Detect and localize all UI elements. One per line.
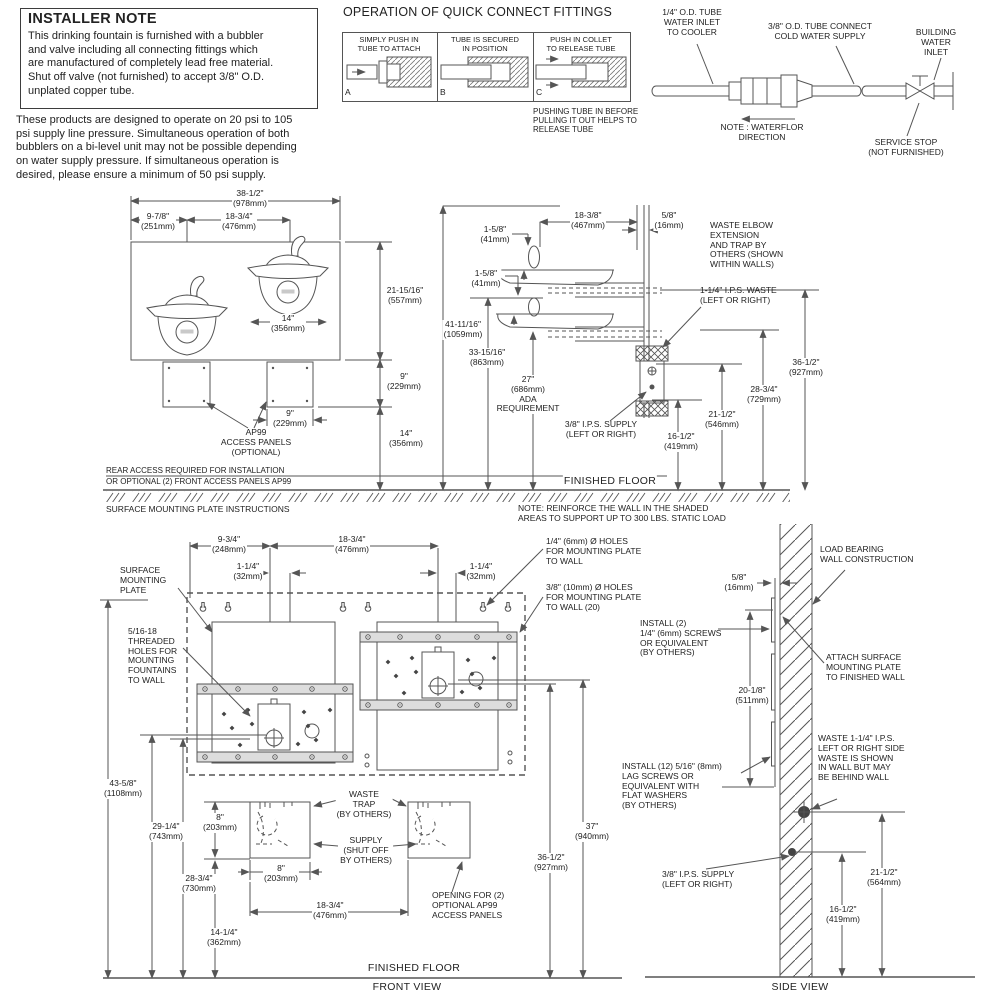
label-attach-plate: ATTACH SURFACE MOUNTING PLATE TO FINISHE… (826, 652, 905, 682)
label-surface-instructions: SURFACE MOUNTING PLATE INSTRUCTIONS (106, 504, 290, 514)
dim-lower-rim-height: 28-3/4" (729mm) (745, 384, 783, 405)
dim-bubbler-lower: 1-5/8" (41mm) (470, 268, 502, 289)
quick-connect-note: PUSHING TUBE IN BEFORE PULLING IT OUT HE… (533, 107, 639, 135)
label-threaded-holes: 5/16-18 THREADED HOLES FOR MOUNTING FOUN… (128, 626, 178, 685)
dim-lower-line-height: 28-3/4" (730mm) (180, 873, 218, 894)
label-finished-floor-lower: FINISHED FLOOR (366, 962, 462, 975)
dim-offset-right: 1-1/4" (32mm) (465, 561, 497, 582)
dim-plate-center: 18-3/4" (476mm) (333, 534, 371, 555)
label-front-view: FRONT VIEW (372, 981, 442, 993)
label-cold-supply: 3/8" O.D. TUBE CONNECT COLD WATER SUPPLY (768, 21, 872, 41)
pressure-note: These products are designed to operate o… (16, 114, 297, 181)
mounting-plate-front-figure (100, 542, 622, 979)
label-quarter-holes: 1/4" (6mm) Ø HOLES FOR MOUNTING PLATE TO… (546, 536, 642, 566)
dim-left-offset: 9-7/8" (251mm) (139, 211, 177, 232)
dim-right-37: 37" (940mm) (573, 821, 611, 842)
label-supply-shutoff: SUPPLY (SHUT OFF BY OTHERS) (339, 835, 393, 866)
label-waterflow-note: NOTE : WATERFLOR DIRECTION (720, 122, 804, 142)
step-a-letter: A (345, 87, 351, 97)
label-lag-screws: INSTALL (12) 5/16" (8mm) LAG SCREWS OR E… (622, 761, 722, 811)
dim-overall-width: 38-1/2" (978mm) (231, 188, 269, 209)
dim-opening-to-floor: 14-1/4" (362mm) (205, 927, 243, 948)
side-elevation-figure (439, 205, 819, 491)
dim-center-spacing: 18-3/4" (476mm) (220, 211, 258, 232)
dim-cabinet-height: 21-15/16" (557mm) (385, 285, 425, 306)
label-ips-waste: 1-1/4" I.P.S. WASTE (LEFT OR RIGHT) (700, 285, 777, 305)
step-b-caption: TUBE IS SECURED IN POSITION (451, 35, 519, 53)
quick-connect-panel-c (533, 32, 631, 102)
front-elevation-figure (103, 196, 790, 502)
dim-opening-width: 8" (203mm) (262, 863, 300, 884)
dim-plate-total-height: 43-5/8" (1108mm) (102, 778, 144, 799)
dim-opening-height: 8" (203mm) (201, 812, 239, 833)
installer-note-box (20, 8, 318, 109)
label-side-view: SIDE VIEW (771, 981, 829, 993)
label-rear-access-1: REAR ACCESS REQUIRED FOR INSTALLATION (106, 466, 285, 475)
label-reinforce-note: NOTE: REINFORCE THE WALL IN THE SHADED A… (518, 503, 726, 523)
dim-supply-height-side: 16-1/2" (419mm) (824, 904, 862, 925)
label-service-stop: SERVICE STOP (NOT FURNISHED) (868, 137, 944, 157)
installer-note-body: This drinking fountain is furnished with… (28, 30, 274, 97)
label-waste-in-wall: WASTE 1-1/4" I.P.S. LEFT OR RIGHT SIDE W… (818, 733, 905, 783)
dim-ada-requirement: 27" (686mm) ADA REQUIREMENT (495, 374, 561, 415)
label-load-bearing-wall: LOAD BEARING WALL CONSTRUCTION (820, 544, 914, 564)
label-install-screws: INSTALL (2) 1/4" (6mm) SCREWS OR EQUIVAL… (640, 618, 722, 658)
label-surface-mounting-plate: SURFACE MOUNTING PLATE (120, 565, 167, 595)
dim-panel-width: 9" (229mm) (271, 408, 309, 429)
dim-panel-height: 9" (229mm) (385, 371, 423, 392)
dim-plate-standoff: 5/8" (16mm) (723, 572, 755, 593)
quick-connect-figures (346, 55, 627, 89)
wall-side-view-figure (645, 524, 975, 978)
label-three-eighths-holes: 3/8" (10mm) Ø HOLES FOR MOUNTING PLATE T… (546, 582, 642, 612)
dim-upper-line-height: 29-1/4" (743mm) (147, 821, 185, 842)
dim-bubbler-upper: 1-5/8" (41mm) (479, 224, 511, 245)
label-opening-panels: OPENING FOR (2) OPTIONAL AP99 ACCESS PAN… (432, 890, 505, 920)
dim-opening-span: 18-3/4" (476mm) (311, 900, 349, 921)
dim-fountain-width: 14" (356mm) (269, 313, 307, 334)
supply-assembly-figure (651, 43, 954, 137)
label-finished-floor-upper: FINISHED FLOOR (562, 475, 658, 488)
step-a-caption: SIMPLY PUSH IN TUBE TO ATTACH (357, 35, 421, 53)
dim-total-height: 41-11/16" (1059mm) (442, 319, 484, 340)
dim-upper-rim-height: 36-1/2" (927mm) (787, 357, 825, 378)
dim-panel-to-floor: 14" (356mm) (387, 428, 425, 449)
installer-note-title: INSTALLER NOTE (28, 11, 157, 27)
label-supply-upper: 3/8" I.P.S. SUPPLY (LEFT OR RIGHT) (564, 419, 638, 439)
dim-plate-left: 9-3/4" (248mm) (210, 534, 248, 555)
label-building-inlet: BUILDING WATER INLET (915, 27, 957, 57)
step-c-letter: C (536, 87, 543, 97)
label-water-inlet: 1/4" O.D. TUBE WATER INLET TO COOLER (662, 7, 722, 37)
label-ap99-panels: AP99 ACCESS PANELS (OPTIONAL) (220, 427, 292, 457)
step-c-caption: PUSH IN COLLET TO RELEASE TUBE (546, 35, 616, 53)
dim-waste-height-side: 21-1/2" (564mm) (865, 867, 903, 888)
label-waste-elbow: WASTE ELBOW EXTENSION AND TRAP BY OTHERS… (710, 220, 784, 270)
label-waste-trap: WASTE TRAP (BY OTHERS) (335, 789, 393, 820)
dim-offset-left: 1-1/4" (32mm) (232, 561, 264, 582)
dim-plate-height: 20-1/8" (511mm) (734, 685, 770, 706)
label-supply-side: 3/8" I.P.S. SUPPLY (LEFT OR RIGHT) (662, 869, 735, 889)
quick-connect-title: OPERATION OF QUICK CONNECT FITTINGS (343, 5, 613, 19)
dim-plate-thickness: 5/8" (16mm) (653, 210, 685, 231)
dim-depth: 18-3/8" (467mm) (569, 210, 607, 231)
dim-right-36half: 36-1/2" (927mm) (532, 852, 570, 873)
dim-waste-height: 21-1/2" (546mm) (703, 409, 741, 430)
dim-lower-bubbler-height: 33-15/16" (863mm) (467, 347, 507, 368)
dim-supply-height: 16-1/2" (419mm) (662, 431, 700, 452)
label-rear-access-2: OR OPTIONAL (2) FRONT ACCESS PANELS AP99 (106, 477, 292, 486)
step-b-letter: B (440, 87, 446, 97)
